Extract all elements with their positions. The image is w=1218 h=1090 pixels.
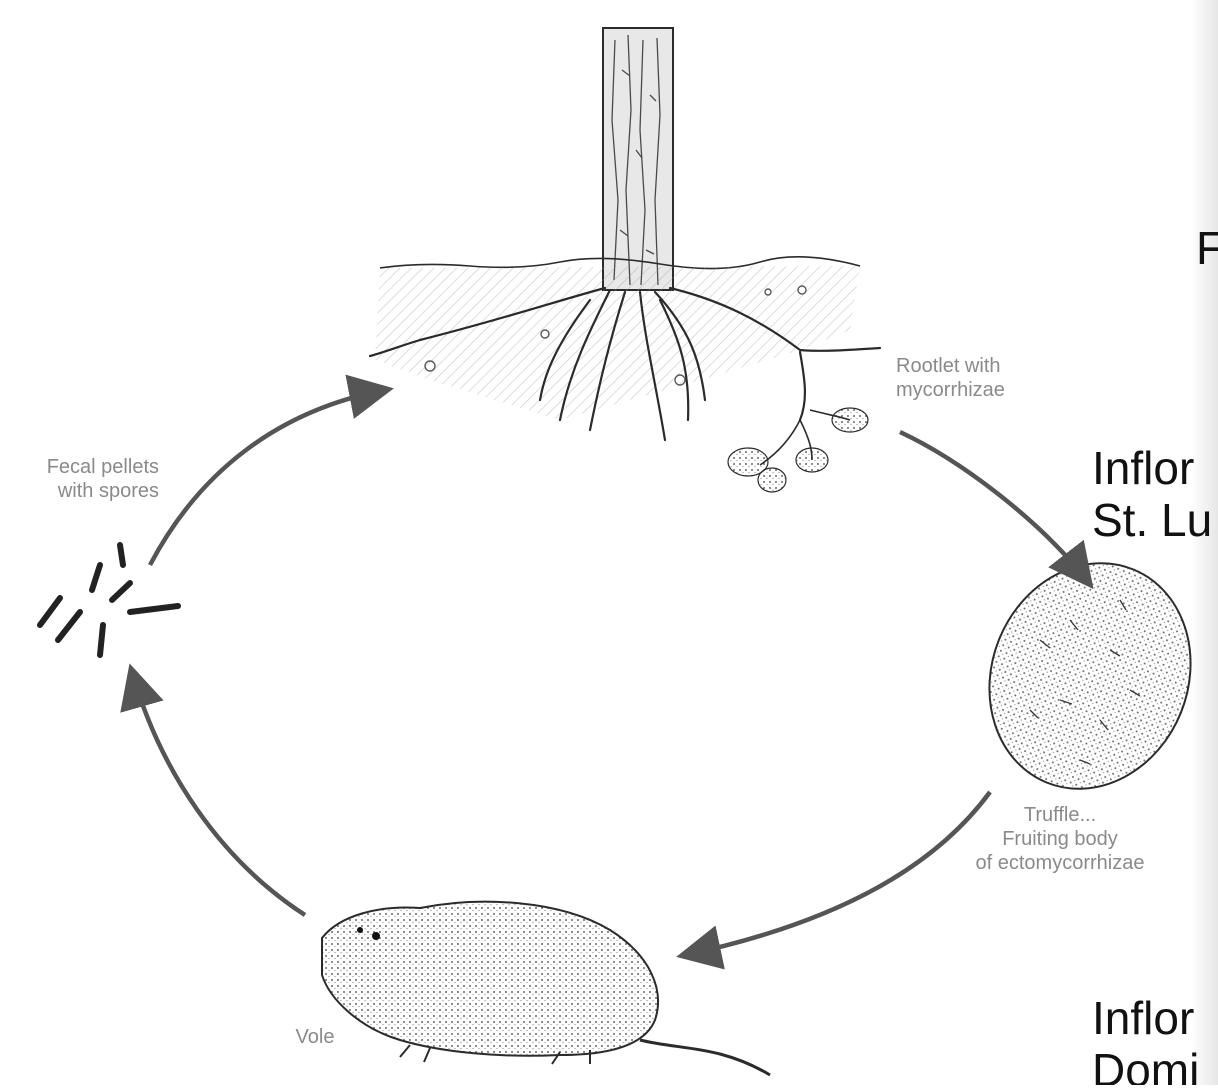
arrow-pellets-to-roots xyxy=(150,390,385,565)
side-heading-2-line-1: Inflor xyxy=(1092,992,1194,1044)
truffle-label-line-3: of ectomycorrhizae xyxy=(930,851,1190,875)
truffle-label-line-1: Truffle... xyxy=(930,803,1190,827)
truffle-illustration xyxy=(956,533,1218,820)
arrow-roots-to-truffle xyxy=(900,432,1088,582)
fecal-label-line-2: with spores xyxy=(0,479,159,503)
side-heading-1-line-1: Inflor xyxy=(1092,442,1194,494)
side-heading-1: Inflor St. Lu xyxy=(1092,442,1218,552)
side-heading-1-line-2: St. Lu xyxy=(1092,494,1212,546)
side-heading-2-line-2: Domi xyxy=(1092,1044,1199,1085)
side-heading-2: Inflor Domi xyxy=(1092,992,1218,1085)
truffle-label-line-2: Fruiting body xyxy=(930,827,1190,851)
vole-label: Vole xyxy=(280,1025,350,1049)
vole-label-line-1: Vole xyxy=(280,1025,350,1049)
rootlet-label: Rootlet with mycorrhizae xyxy=(896,354,1066,402)
rootlet-label-line-2: mycorrhizae xyxy=(896,378,1066,402)
fecal-pellets-illustration xyxy=(40,545,178,655)
vole-illustration xyxy=(322,902,770,1075)
arrow-vole-to-pellets xyxy=(132,672,305,915)
tree-with-roots-illustration xyxy=(370,28,880,492)
truffle-label: Truffle... Fruiting body of ectomycorrhi… xyxy=(930,803,1190,875)
fecal-pellets-label: Fecal pellets with spores xyxy=(0,455,159,503)
rootlet-label-line-1: Rootlet with xyxy=(896,354,1066,378)
fecal-label-line-1: Fecal pellets xyxy=(0,455,159,479)
side-fragment-top: F xyxy=(1196,222,1218,274)
